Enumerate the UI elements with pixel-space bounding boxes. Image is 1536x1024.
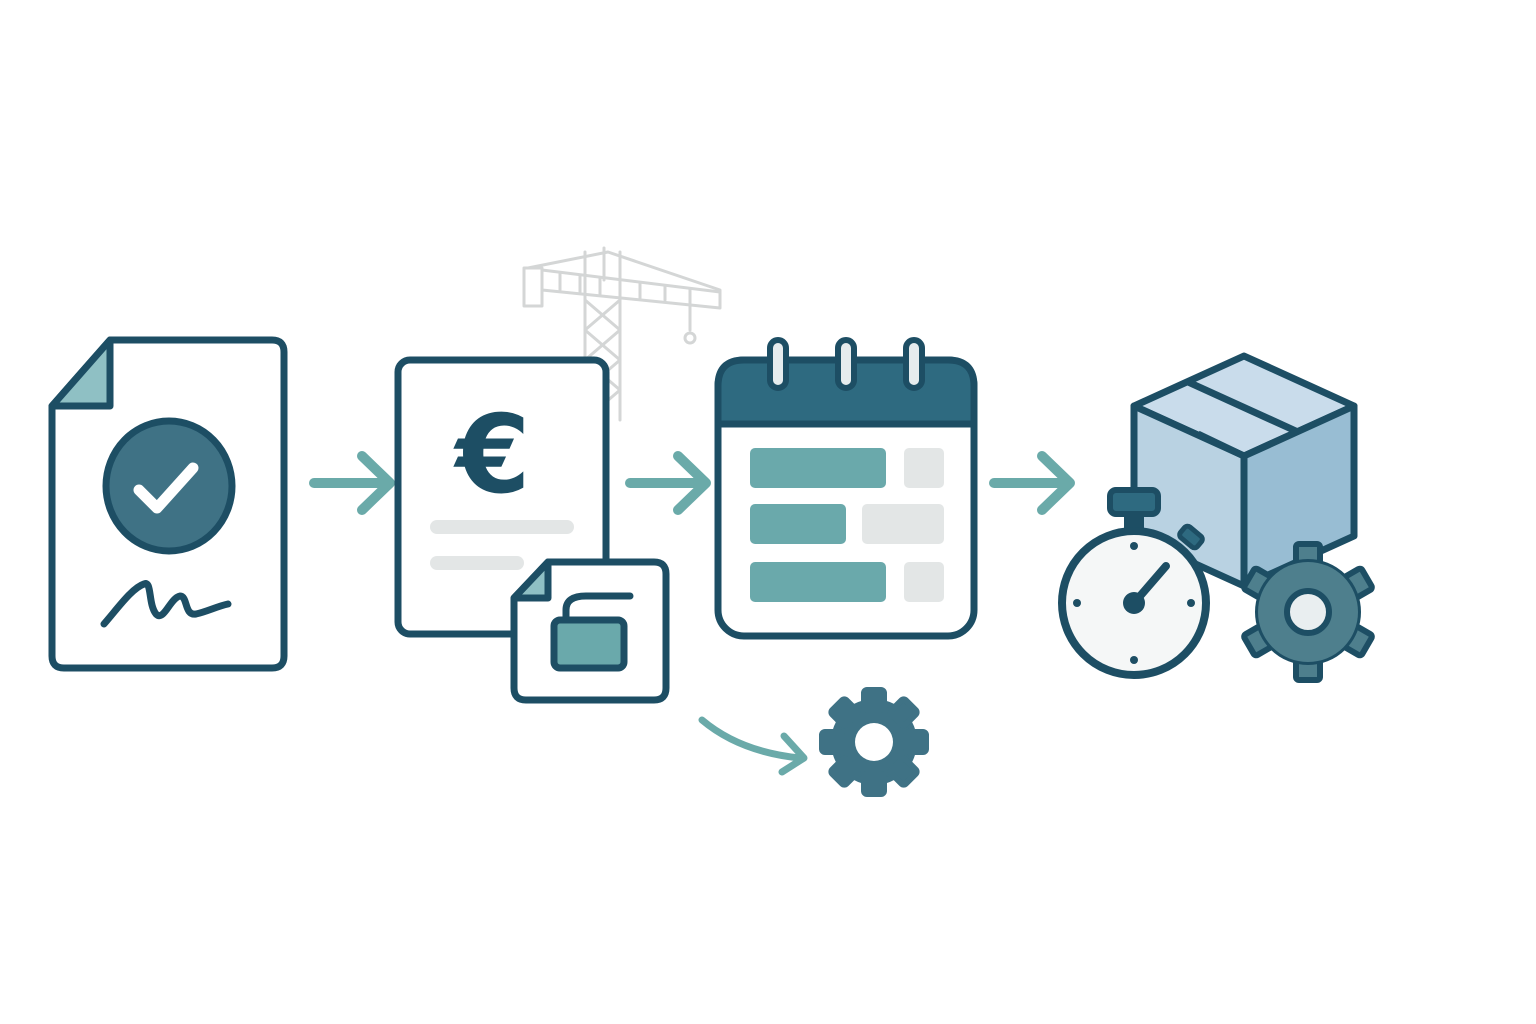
unlocked-document-icon bbox=[510, 558, 670, 704]
box-icon bbox=[1130, 352, 1358, 590]
branch-arrow bbox=[698, 716, 808, 776]
settings-gear-icon bbox=[1241, 541, 1375, 683]
flow-arrow-2 bbox=[625, 451, 711, 515]
stopwatch-icon bbox=[1058, 487, 1210, 679]
delivery-box-stopwatch-gear-icon bbox=[1058, 352, 1375, 683]
invoice-line-1 bbox=[430, 520, 574, 534]
gear-icon bbox=[819, 687, 929, 797]
euro-symbol: € bbox=[452, 393, 530, 518]
calendar-rings bbox=[767, 337, 925, 391]
signed-contract-icon bbox=[48, 336, 288, 672]
flow-arrow-1 bbox=[309, 451, 395, 515]
invoice-line-2 bbox=[430, 556, 524, 570]
signature-icon bbox=[100, 580, 232, 628]
schedule-calendar-icon bbox=[714, 337, 978, 640]
euro-invoice-unlocked-icon: € bbox=[394, 356, 670, 704]
flow-arrow-3 bbox=[989, 451, 1075, 515]
schedule-bars bbox=[750, 448, 944, 602]
padlock-open-icon bbox=[550, 592, 634, 672]
construction-crane-icon bbox=[522, 246, 722, 422]
checkmark-badge-icon bbox=[102, 417, 236, 555]
